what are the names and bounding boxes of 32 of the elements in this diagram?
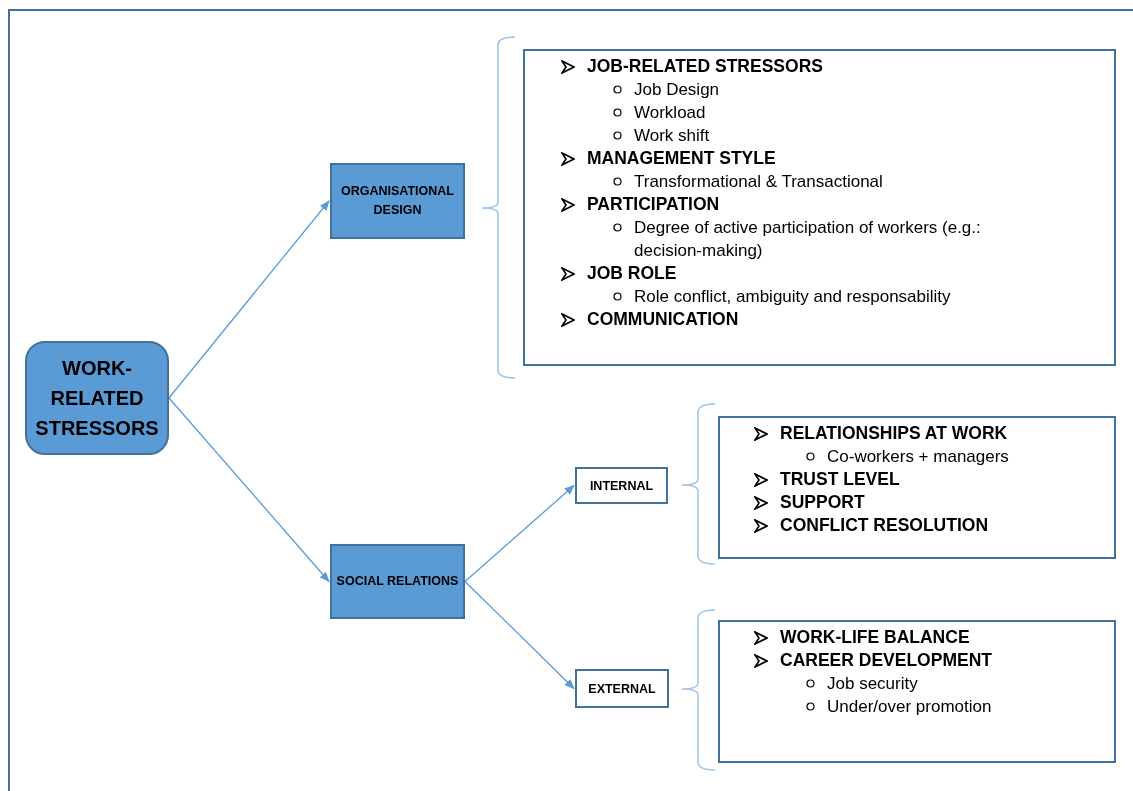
list-heading: RELATIONSHIPS AT WORK	[780, 422, 1008, 445]
list-item: Role conflict, ambiguity and responsability	[634, 286, 951, 308]
category-box: INTERNAL	[575, 467, 668, 504]
arrow	[168, 200, 330, 399]
list-heading: WORK-LIFE BALANCE	[780, 626, 970, 649]
list-heading: JOB ROLE	[587, 262, 677, 285]
category-box: SOCIAL RELATIONS	[330, 544, 465, 619]
arrow	[464, 484, 575, 583]
list-item: Work shift	[634, 125, 710, 147]
list-box	[523, 49, 1116, 366]
category-box: EXTERNAL	[575, 669, 669, 708]
list-heading: JOB-RELATED STRESSORS	[587, 55, 823, 78]
arrow	[168, 397, 330, 583]
list-item: Co-workers + managers	[827, 446, 1009, 468]
list-heading: TRUST LEVEL	[780, 468, 900, 491]
category-box: ORGANISATIONAL DESIGN	[330, 163, 465, 239]
list-item: Degree of active participation of workers (e.g.: decision-making)	[634, 217, 982, 262]
root-box: WORK-RELATED STRESSORS	[25, 341, 169, 455]
list-heading: MANAGEMENT STYLE	[587, 147, 776, 170]
list-heading: CONFLICT RESOLUTION	[780, 514, 989, 537]
list-heading: CAREER DEVELOPMENT	[780, 649, 992, 672]
list-heading: SUPPORT	[780, 491, 865, 514]
list-box	[718, 620, 1116, 763]
list-box	[718, 416, 1116, 559]
list-item: Workload	[634, 102, 706, 124]
list-item: Under/over promotion	[827, 696, 992, 718]
list-item: Job Design	[634, 79, 720, 101]
arrow	[464, 580, 575, 690]
list-heading: PARTICIPATION	[587, 193, 720, 216]
list-item: Job security	[827, 673, 918, 695]
list-item: Transformational & Transactional	[634, 171, 883, 193]
list-heading: COMMUNICATION	[587, 308, 739, 331]
